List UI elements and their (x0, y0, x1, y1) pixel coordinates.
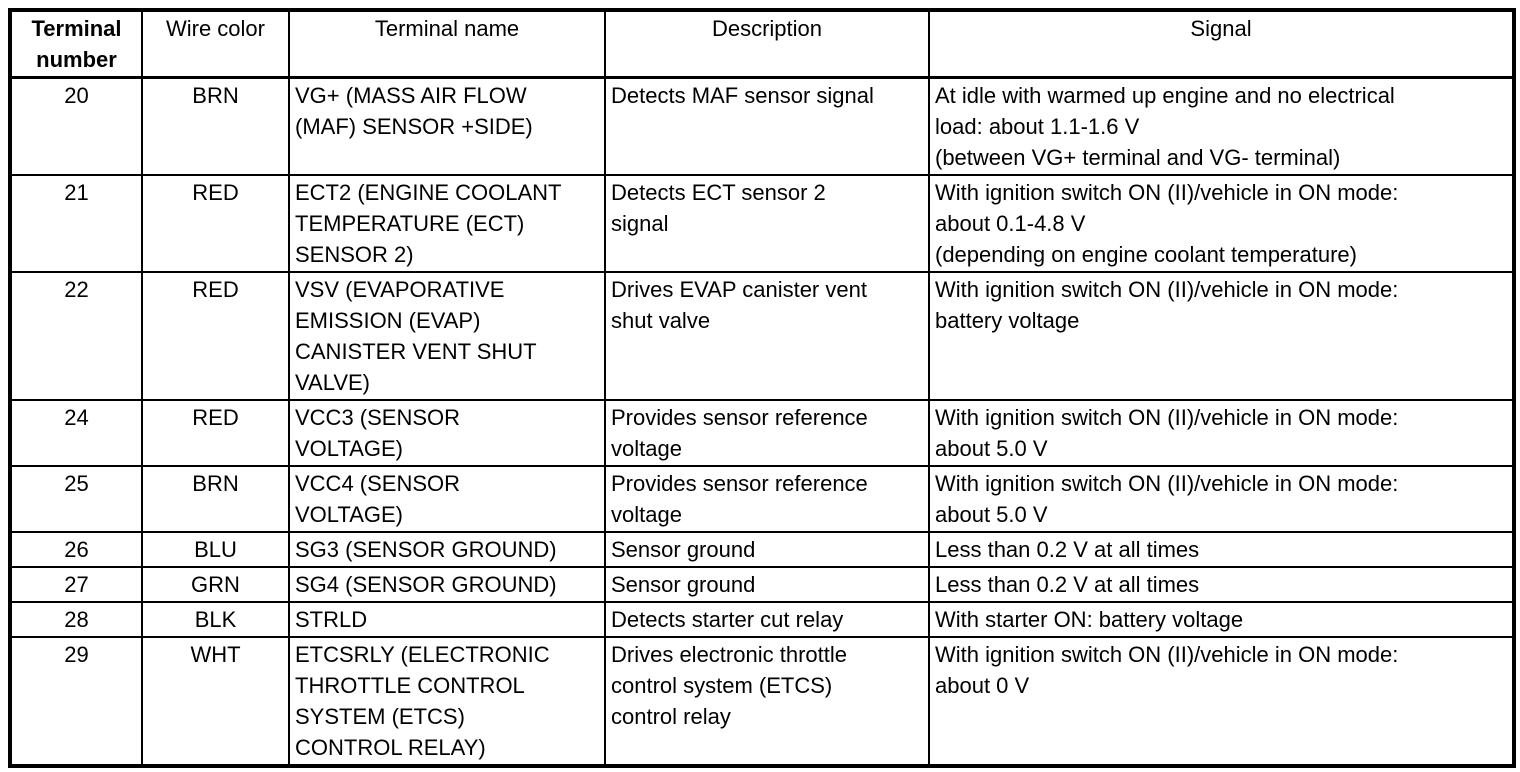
cell-wire-color: BRN (141, 76, 290, 176)
cell-terminal-number: 25 (9, 465, 143, 533)
cell-wire-color: BRN (141, 465, 290, 533)
cell-signal: With starter ON: battery voltage (928, 601, 1515, 638)
cell-wire-color: RED (141, 174, 290, 273)
cell-terminal-number: 20 (9, 76, 143, 176)
cell-wire-color: BLU (141, 531, 290, 568)
cell-description: Detects ECT sensor 2 signal (604, 174, 930, 273)
cell-terminal-number: 26 (9, 531, 143, 568)
cell-wire-color: RED (141, 271, 290, 401)
cell-terminal-name: VG+ (MASS AIR FLOW (MAF) SENSOR +SIDE) (288, 76, 606, 176)
cell-terminal-name: VCC3 (SENSOR VOLTAGE) (288, 399, 606, 467)
cell-signal: With ignition switch ON (II)/vehicle in … (928, 399, 1515, 467)
cell-terminal-name: STRLD (288, 601, 606, 638)
cell-description: Detects starter cut relay (604, 601, 930, 638)
cell-terminal-name: VCC4 (SENSOR VOLTAGE) (288, 465, 606, 533)
document-page: Terminal number Wire color Terminal name… (8, 8, 1516, 768)
cell-signal: With ignition switch ON (II)/vehicle in … (928, 636, 1515, 767)
column-header-description: Description (604, 9, 930, 79)
cell-wire-color: RED (141, 399, 290, 467)
cell-description: Detects MAF sensor signal (604, 76, 930, 176)
cell-terminal-name: ETCSRLY (ELECTRONIC THROTTLE CONTROL SYS… (288, 636, 606, 767)
cell-wire-color: BLK (141, 601, 290, 638)
header-row: Terminal number Wire color Terminal name… (9, 9, 1515, 79)
cell-terminal-number: 21 (9, 174, 143, 273)
cell-description: Drives electronic throttle control syste… (604, 636, 930, 767)
column-header-terminal-number: Terminal number (9, 9, 143, 79)
cell-terminal-number: 22 (9, 271, 143, 401)
cell-signal: At idle with warmed up engine and no ele… (928, 76, 1515, 176)
cell-terminal-number: 24 (9, 399, 143, 467)
cell-signal: Less than 0.2 V at all times (928, 566, 1515, 603)
cell-terminal-name: SG4 (SENSOR GROUND) (288, 566, 606, 603)
cell-terminal-number: 27 (9, 566, 143, 603)
terminal-description-table: Terminal number Wire color Terminal name… (8, 8, 1516, 768)
cell-terminal-name: SG3 (SENSOR GROUND) (288, 531, 606, 568)
cell-wire-color: WHT (141, 636, 290, 767)
cell-description: Provides sensor reference voltage (604, 399, 930, 467)
column-header-wire-color: Wire color (141, 9, 290, 79)
cell-terminal-number: 29 (9, 636, 143, 767)
column-header-signal: Signal (928, 9, 1515, 79)
cell-description: Provides sensor reference voltage (604, 465, 930, 533)
cell-signal: Less than 0.2 V at all times (928, 531, 1515, 568)
cell-wire-color: GRN (141, 566, 290, 603)
cell-signal: With ignition switch ON (II)/vehicle in … (928, 465, 1515, 533)
cell-terminal-name: VSV (EVAPORATIVE EMISSION (EVAP) CANISTE… (288, 271, 606, 401)
cell-description: Drives EVAP canister vent shut valve (604, 271, 930, 401)
cell-description: Sensor ground (604, 566, 930, 603)
cell-signal: With ignition switch ON (II)/vehicle in … (928, 271, 1515, 401)
cell-terminal-name: ECT2 (ENGINE COOLANT TEMPERATURE (ECT) S… (288, 174, 606, 273)
cell-terminal-number: 28 (9, 601, 143, 638)
cell-description: Sensor ground (604, 531, 930, 568)
column-header-terminal-name: Terminal name (288, 9, 606, 79)
cell-signal: With ignition switch ON (II)/vehicle in … (928, 174, 1515, 273)
